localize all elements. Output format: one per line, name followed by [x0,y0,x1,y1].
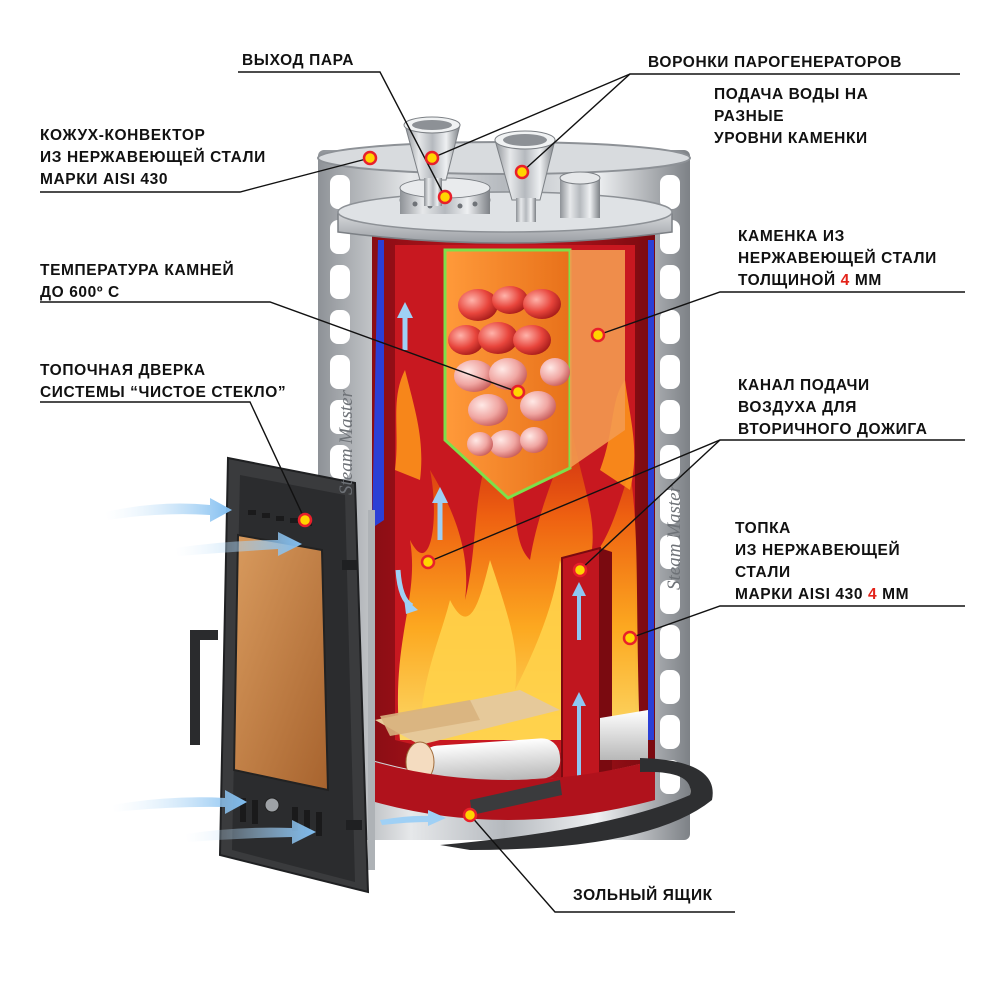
label-chamber-thickness-prefix: ТОЛЩИНОЙ [738,272,841,289]
label-stone-chamber: КАМЕНКА ИЗ НЕРЖАВЕЮЩЕЙ СТАЛИ ТОЛЩИНОЙ 4 … [738,226,937,292]
firewood [375,690,648,786]
label-chamber-thickness-suffix: ММ [849,272,882,289]
stones [448,286,570,458]
label-firebox-line-4: МАРКИ AISI 430 4 ММ [735,584,909,606]
callout-dots [297,150,638,823]
label-firebox-line-1: ТОПКА [735,520,791,537]
label-casing-line-1: КОЖУХ-КОНВЕКТОР [40,127,206,144]
brand-text-left: Steam Master [336,389,357,495]
callout-dot-ash-box [462,807,478,823]
funnel-left [403,116,461,206]
label-water-supply-line-3: УРОВНИ КАМЕНКИ [714,130,868,147]
label-chamber-line-3: ТОЛЩИНОЙ 4 ММ [738,270,937,292]
callout-dot-funnel-right [514,164,530,180]
callout-dot-funnel-left [424,150,440,166]
callout-dot-air-channel-right [572,562,588,578]
label-air-line-1: КАНАЛ ПОДАЧИ [738,377,870,394]
label-generator-funnels: ВОРОНКИ ПАРОГЕНЕРАТОРОВ [648,52,902,74]
air-flow [105,302,448,844]
callout-dot-stones [510,384,526,400]
callout-dot-chamber [590,327,606,343]
grate-base [368,758,713,850]
stone-chamber [443,248,625,500]
label-firebox-grade-prefix: МАРКИ AISI 430 [735,586,868,603]
callout-dot-door [297,512,313,528]
label-water-supply-line-1: ПОДАЧА ВОДЫ НА [714,86,869,103]
callout-dot-steam-outlet [437,189,453,205]
callout-dot-air-channel-left [420,554,436,570]
label-firebox-grade-value: 4 [867,586,878,603]
label-chamber-line-1: КАМЕНКА ИЗ [738,228,845,245]
label-door-line-2: СИСТЕМЫ “ЧИСТОЕ СТЕКЛО” [40,384,287,401]
callout-dot-firebox [622,630,638,646]
label-chamber-line-2: НЕРЖАВЕЮЩЕЙ СТАЛИ [738,250,937,267]
air-channel [561,546,612,802]
callout-lines [40,71,965,913]
label-firebox-line-3: СТАЛИ [735,564,791,581]
label-ash-box-text: ЗОЛЬНЫЙ ЯЩИК [573,887,713,904]
label-steam-outlet-text: ВЫХОД ПАРА [242,52,355,69]
label-air-line-2: ВОЗДУХА ДЛЯ [738,399,857,416]
label-air-line-3: ВТОРИЧНОГО ДОЖИГА [738,421,928,438]
label-water-supply-line-2: РАЗНЫЕ [714,108,785,125]
label-firebox: ТОПКА ИЗ НЕРЖАВЕЮЩЕЙ СТАЛИ МАРКИ AISI 43… [735,518,909,606]
label-casing-line-2: ИЗ НЕРЖАВЕЮЩЕЙ СТАЛИ [40,149,266,166]
casing-slots-right [660,175,680,794]
label-stone-temp-line-2: ДО 600º С [40,284,120,301]
label-firebox-grade-suffix: ММ [877,586,910,603]
label-casing-convector: КОЖУХ-КОНВЕКТОР ИЗ НЕРЖАВЕЮЩЕЙ СТАЛИ МАР… [40,125,266,191]
label-firebox-line-2: ИЗ НЕРЖАВЕЮЩЕЙ [735,542,901,559]
casing-slots-left [330,175,350,479]
label-chamber-thickness-value: 4 [840,272,850,289]
fire-door [190,456,375,894]
callout-dot-casing [362,150,378,166]
label-generator-funnels-text: ВОРОНКИ ПАРОГЕНЕРАТОРОВ [648,54,903,71]
label-stone-temperature: ТЕМПЕРАТУРА КАМНЕЙ ДО 600º С [40,260,234,304]
label-casing-line-3: МАРКИ AISI 430 [40,171,169,188]
label-ash-box: ЗОЛЬНЫЙ ЯЩИК [573,885,713,907]
label-steam-outlet: ВЫХОД ПАРА [242,50,354,72]
label-fire-door: ТОПОЧНАЯ ДВЕРКА СИСТЕМЫ “ЧИСТОЕ СТЕКЛО” [40,360,286,404]
label-door-line-1: ТОПОЧНАЯ ДВЕРКА [40,362,206,379]
brand-text-right: Steam Master [664,484,685,590]
label-water-supply: ПОДАЧА ВОДЫ НА РАЗНЫЕ УРОВНИ КАМЕНКИ [714,84,868,150]
label-stone-temp-line-1: ТЕМПЕРАТУРА КАМНЕЙ [40,262,235,279]
label-air-channel: КАНАЛ ПОДАЧИ ВОЗДУХА ДЛЯ ВТОРИЧНОГО ДОЖИ… [738,375,928,441]
